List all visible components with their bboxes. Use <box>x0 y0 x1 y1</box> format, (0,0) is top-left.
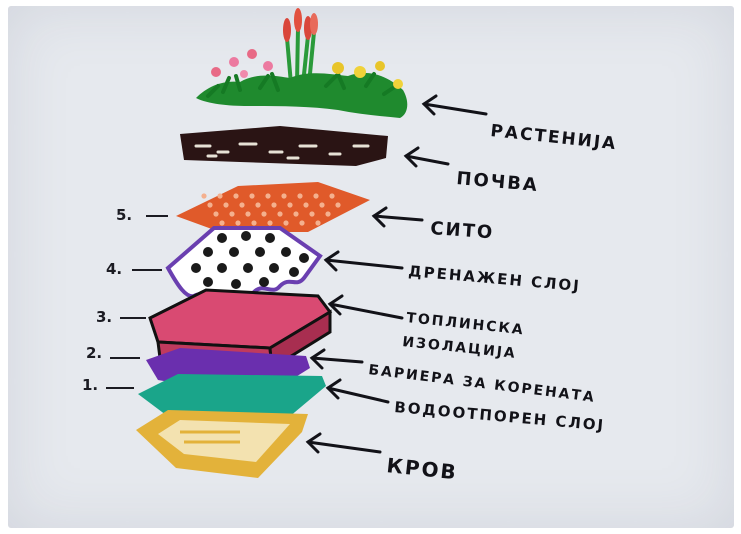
drainage-gravel-dot <box>299 253 309 263</box>
sieve-hole <box>297 193 302 198</box>
sieve-hole <box>245 211 250 216</box>
arrow-soil <box>406 148 448 166</box>
sieve-hole <box>219 220 224 225</box>
sieve-hole <box>287 202 292 207</box>
soil-layer-drawing <box>180 126 388 166</box>
drainage-gravel-dot <box>231 279 241 289</box>
sieve-hole <box>271 202 276 207</box>
sieve-hole <box>265 193 270 198</box>
label-drainage: ДРЕНАЖЕН СЛОЈ <box>408 262 582 295</box>
drainage-gravel-dot <box>191 263 201 273</box>
sieve-hole <box>255 202 260 207</box>
label-sieve: СИТО <box>430 218 495 243</box>
drainage-gravel-dot <box>243 263 253 273</box>
drainage-gravel-dot <box>289 267 299 277</box>
drainage-gravel-dot <box>217 263 227 273</box>
label-insulation-line2: ИЗОЛАЦИЈА <box>402 334 518 362</box>
label-soil: ПОЧВА <box>456 168 540 196</box>
sieve-hole <box>249 193 254 198</box>
arrow-root-barrier <box>312 350 362 368</box>
number-insulation: 3. <box>96 308 112 326</box>
number-drainage: 4. <box>106 260 122 278</box>
sieve-hole <box>267 220 272 225</box>
green-roof-layers-diagram: 5. 4. 3. 2. 1. РАСТЕНИЈА ПОЧВА СИТО ДРЕН… <box>8 6 734 528</box>
sieve-hole <box>235 220 240 225</box>
paper-sheet: 5. 4. 3. 2. 1. РАСТЕНИЈА ПОЧВА СИТО ДРЕН… <box>8 6 734 528</box>
drainage-gravel-dot <box>259 277 269 287</box>
arrow-drainage <box>326 252 402 270</box>
drainage-gravel-dot <box>203 247 213 257</box>
number-waterproof: 1. <box>82 376 98 394</box>
sieve-hole <box>223 202 228 207</box>
sieve-hole <box>201 193 206 198</box>
sieve-hole <box>277 211 282 216</box>
sieve-hole <box>303 202 308 207</box>
sieve-hole <box>293 211 298 216</box>
sieve-hole <box>213 211 218 216</box>
arrow-insulation <box>330 296 402 318</box>
sieve-hole <box>319 202 324 207</box>
drainage-gravel-dot <box>229 247 239 257</box>
label-plants: РАСТЕНИЈА <box>489 121 618 154</box>
sieve-hole <box>335 202 340 207</box>
sieve-hole <box>239 202 244 207</box>
sieve-hole <box>233 193 238 198</box>
drainage-gravel-dot <box>217 233 227 243</box>
plants-layer-drawing <box>196 8 407 118</box>
sieve-hole <box>281 193 286 198</box>
sieve-hole <box>309 211 314 216</box>
drainage-gravel-dot <box>265 233 275 243</box>
number-sieve: 5. <box>116 206 132 224</box>
drainage-gravel-dot <box>241 231 251 241</box>
label-insulation-line1: ТОПЛИНСКА <box>406 310 526 338</box>
drainage-gravel-dot <box>281 247 291 257</box>
arrow-roof <box>308 434 380 452</box>
sieve-hole <box>283 220 288 225</box>
sieve-layer-drawing <box>176 182 370 232</box>
label-waterproof: ВОДООТПОРЕН СЛОЈ <box>394 398 606 434</box>
drainage-layer-drawing <box>168 228 320 298</box>
sieve-hole <box>325 211 330 216</box>
sieve-hole <box>299 220 304 225</box>
drainage-gravel-dot <box>255 247 265 257</box>
sieve-hole <box>217 193 222 198</box>
sieve-hole <box>229 211 234 216</box>
drainage-gravel-dot <box>269 263 279 273</box>
drainage-gravel-dot <box>203 277 213 287</box>
arrow-plants <box>424 96 486 114</box>
sieve-hole <box>315 220 320 225</box>
number-root-barrier: 2. <box>86 344 102 362</box>
label-roof: КРОВ <box>385 453 458 484</box>
sieve-hole <box>207 202 212 207</box>
sieve-hole <box>261 211 266 216</box>
arrow-sieve <box>374 208 422 226</box>
sieve-hole <box>329 193 334 198</box>
sieve-hole <box>313 193 318 198</box>
arrow-waterproof <box>328 380 388 402</box>
sieve-hole <box>251 220 256 225</box>
roof-layer-drawing <box>136 410 308 478</box>
